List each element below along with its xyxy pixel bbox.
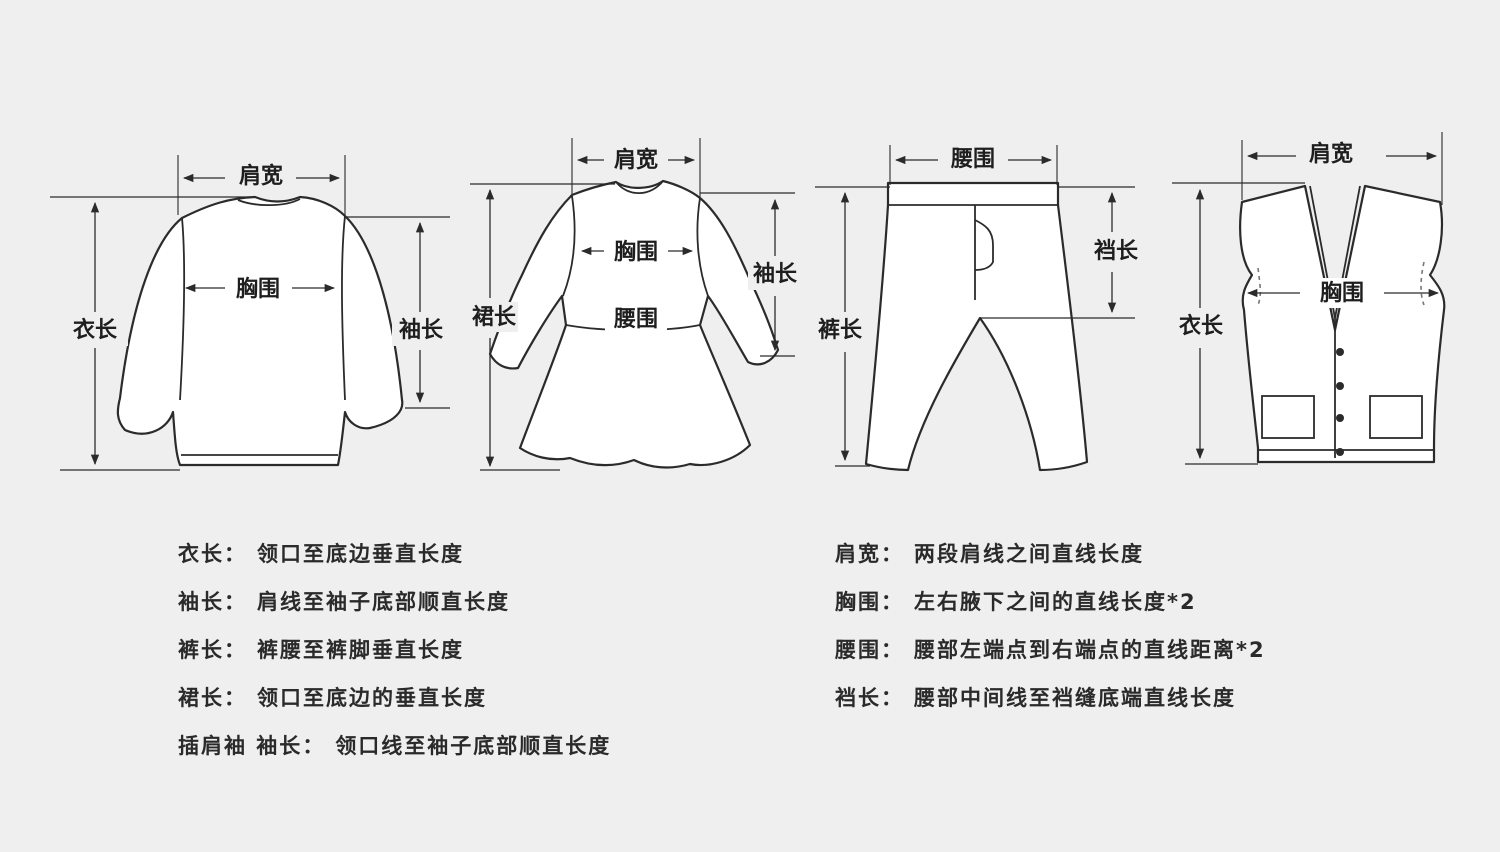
definition-text: 领口至底边的垂直长度 — [257, 686, 487, 710]
sweater-sleeve-label: 袖长 — [399, 317, 444, 343]
definition-row: 腰围： 腰部左端点到右端点的直线距离*2 — [835, 628, 1266, 676]
definition-term: 裙长 — [178, 686, 224, 710]
sweater-diagram: 肩宽 胸围 衣长 袖长 — [50, 155, 450, 471]
definition-text: 肩线至袖子底部顺直长度 — [257, 590, 510, 614]
definitions-left: 衣长：领口至底边垂直长度 袖长：肩线至袖子底部顺直长度 裤长：裤腰至裤脚垂直长度… — [178, 532, 611, 772]
definition-term: 裆长 — [835, 686, 881, 710]
definition-term: 插肩袖 袖长 — [178, 734, 303, 758]
definition-separator: ： — [881, 638, 904, 662]
dress-shoulder-label: 肩宽 — [614, 147, 658, 173]
definition-row: 裆长： 腰部中间线至裆缝底端直线长度 — [835, 676, 1266, 724]
definition-separator: ： — [224, 542, 247, 566]
pants-length-label: 裤长 — [818, 317, 863, 343]
definition-term: 衣长 — [178, 542, 224, 566]
vest-right-pocket — [1369, 395, 1423, 439]
sweater-chest-label: 胸围 — [236, 276, 280, 302]
vest-diagram: 肩宽 胸围 衣长 — [1170, 132, 1446, 465]
vest-outline — [1239, 184, 1446, 464]
definition-separator: ： — [881, 686, 904, 710]
definition-text: 腰部左端点到右端点的直线距离*2 — [914, 638, 1266, 662]
vest-chest-label: 胸围 — [1320, 280, 1364, 306]
definition-text: 领口线至袖子底部顺直长度 — [335, 734, 612, 758]
pants-outline — [864, 181, 1089, 472]
definition-separator: ： — [302, 734, 326, 758]
dress-diagram: 肩宽 胸围 腰围 裙长 袖长 — [466, 138, 802, 471]
definition-row: 胸围： 左右腋下之间的直线长度*2 — [835, 580, 1266, 628]
vest-length-label: 衣长 — [1179, 313, 1224, 339]
definition-row: 裤长： 裤腰至裤脚垂直长度 — [178, 628, 611, 676]
dress-chest-label: 胸围 — [614, 239, 658, 265]
definition-row: 衣长： 领口至底边垂直长度 — [178, 532, 611, 580]
dress-sleeve-label: 袖长 — [753, 261, 798, 287]
definition-term: 腰围 — [835, 638, 881, 662]
definition-row: 肩宽： 两段肩线之间直线长度 — [835, 532, 1266, 580]
definition-separator: ： — [224, 590, 247, 614]
vest-left-pocket — [1261, 395, 1315, 439]
definition-term: 裤长 — [178, 638, 224, 662]
vest-shoulder-label: 肩宽 — [1309, 141, 1353, 167]
definition-text: 腰部中间线至裆缝底端直线长度 — [914, 686, 1236, 710]
definition-row: 裙长： 领口至底边的垂直长度 — [178, 676, 611, 724]
sweater-length-label: 衣长 — [73, 317, 118, 343]
definition-separator: ： — [881, 590, 904, 614]
sweater-neck — [237, 198, 301, 206]
dress-skirt-length-label: 裙长 — [472, 304, 517, 330]
definition-row: 袖长： 肩线至袖子底部顺直长度 — [178, 580, 611, 628]
definition-separator: ： — [224, 638, 247, 662]
definition-term: 胸围 — [835, 590, 881, 614]
definition-text: 领口至底边垂直长度 — [257, 542, 464, 566]
definition-separator: ： — [224, 686, 247, 710]
definition-text: 左右腋下之间的直线长度*2 — [914, 590, 1197, 614]
definition-term: 袖长 — [178, 590, 224, 614]
definition-separator: ： — [881, 542, 904, 566]
pants-diagram: 腰围 裆长 裤长 — [812, 145, 1144, 472]
definition-term: 肩宽 — [835, 542, 881, 566]
garment-diagrams: 肩宽 胸围 衣长 袖长 肩宽 胸围 腰围 — [50, 132, 1446, 472]
pants-rise-label: 裆长 — [1094, 238, 1139, 264]
pants-waist-label: 腰围 — [950, 147, 995, 172]
sweater-outline — [116, 195, 404, 467]
definitions-right: 肩宽：两段肩线之间直线长度 胸围：左右腋下之间的直线长度*2 腰围：腰部左端点到… — [835, 532, 1266, 724]
dress-waist-label: 腰围 — [613, 307, 658, 332]
sweater-shoulder-label: 肩宽 — [239, 163, 283, 189]
definition-text: 裤腰至裤脚垂直长度 — [257, 638, 464, 662]
definition-text: 两段肩线之间直线长度 — [914, 542, 1144, 566]
definition-row: 插肩袖 袖长： 领口线至袖子底部顺直长度 — [178, 724, 611, 772]
